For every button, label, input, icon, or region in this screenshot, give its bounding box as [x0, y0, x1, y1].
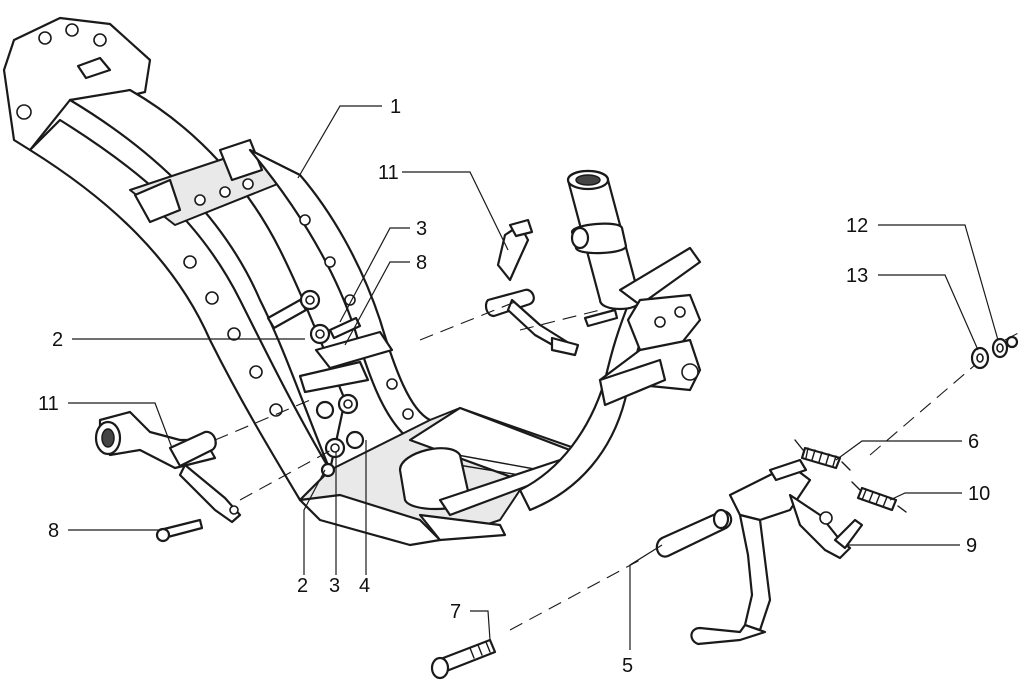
assembly-axes [214, 299, 1024, 631]
springs [794, 439, 907, 513]
callout-8-top: 8 [416, 252, 427, 274]
frame-fasteners [266, 289, 394, 478]
scooter-frame [2, 16, 702, 547]
callout-12: 12 [846, 215, 868, 237]
bolt-7 [430, 638, 497, 680]
callout-2-left: 2 [52, 329, 63, 351]
callout-10: 10 [968, 483, 990, 505]
callout-2-bottom: 2 [297, 575, 308, 597]
left-footrest-bracket [94, 410, 242, 524]
leader-lines [68, 105, 999, 650]
callout-7: 7 [450, 601, 461, 623]
callout-labels: 1 11 3 8 2 11 8 2 3 4 5 7 6 10 9 12 13 [38, 96, 990, 677]
callout-1: 1 [390, 96, 401, 118]
center-stand [655, 458, 864, 646]
callout-6: 6 [968, 431, 979, 453]
right-footrest-bracket [484, 218, 580, 357]
callout-8-left: 8 [48, 520, 59, 542]
washers [970, 335, 1019, 370]
callout-4: 4 [359, 575, 370, 597]
callout-11-top: 11 [378, 162, 399, 184]
callout-13: 13 [846, 265, 868, 287]
callout-3-top: 3 [416, 218, 427, 240]
bolt-8-left [155, 518, 204, 543]
callout-3-bottom: 3 [329, 575, 340, 597]
callout-5: 5 [622, 655, 633, 677]
callout-11-left: 11 [38, 393, 59, 415]
callout-9: 9 [966, 535, 977, 557]
